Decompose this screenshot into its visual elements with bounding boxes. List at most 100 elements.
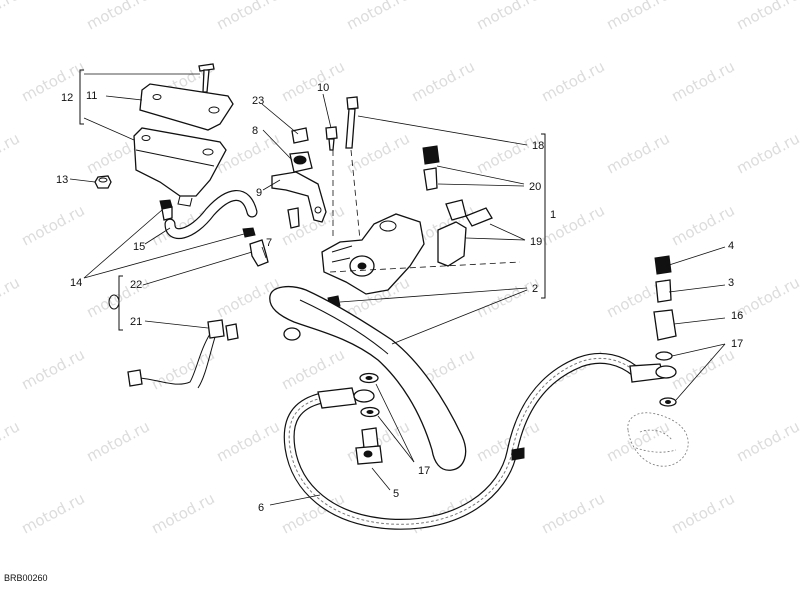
clutch-lever: [269, 285, 467, 471]
reservoir-outlet: [177, 195, 193, 207]
watermark-text: motod.ru: [408, 57, 477, 105]
reservoir-hole-right: [202, 148, 214, 156]
watermark-text: motod.ru: [278, 57, 347, 105]
clutch-hose-braid: [288, 357, 637, 525]
cylinder-port: [379, 220, 397, 232]
watermark-text: motod.ru: [538, 201, 607, 249]
washer-17-right-top: [655, 351, 673, 361]
watermark-text: motod.ru: [733, 417, 800, 465]
watermark-text: motod.ru: [603, 129, 672, 177]
switch-terminal: [225, 323, 239, 341]
washer-17-bottom-hole: [366, 410, 374, 414]
bleeder-valve-20: [423, 167, 438, 191]
watermark-text: motod.ru: [148, 345, 217, 393]
watermark-text: motod.ru: [83, 0, 152, 34]
bolt-10-head: [325, 126, 338, 140]
callout-14: 14: [70, 277, 82, 289]
banjo-bolt-16: [653, 309, 677, 341]
watermark-text: motod.ru: [83, 417, 152, 465]
watermark-text: motod.ru: [668, 489, 737, 537]
watermark-text: motod.ru: [18, 201, 87, 249]
callout-20: 20: [529, 181, 541, 193]
watermark-text: motod.ru: [603, 0, 672, 34]
callout-15: 15: [133, 241, 145, 253]
callout-1: 1: [550, 209, 556, 221]
watermark-text: motod.ru: [473, 129, 542, 177]
lever-edge: [299, 299, 389, 355]
bracket-group: [271, 96, 361, 241]
washer-17-top-hole: [365, 376, 373, 380]
watermark-text: motod.ru: [213, 417, 282, 465]
leader-lines: [69, 73, 726, 506]
watermark-text: motod.ru: [0, 129, 23, 177]
hose-fitting-7: [249, 239, 269, 267]
watermark-text: motod.ru: [668, 57, 737, 105]
watermark-text: motod.ru: [148, 489, 217, 537]
watermark-text: motod.ru: [278, 345, 347, 393]
bleeder-valve-3: [655, 279, 672, 303]
washer-17-right-hole: [665, 400, 671, 404]
switch-group: [108, 294, 239, 389]
hose-banjo-upper: [317, 387, 357, 409]
bleeder-cap-4: [654, 255, 672, 275]
clamp-half-19: [437, 221, 467, 267]
hose-clamp-upper-body: [161, 206, 173, 221]
cylinder-bore-core: [357, 262, 367, 270]
bracket-1: [541, 133, 546, 299]
hose-clip: [511, 447, 525, 461]
bracket-9-hole: [314, 206, 322, 214]
long-bolt-head: [346, 96, 359, 110]
watermark-text: motod.ru: [733, 129, 800, 177]
bushing-8-core: [293, 155, 307, 165]
switch-cable: [139, 333, 211, 385]
bracket-9: [271, 171, 327, 223]
callout-17-right: 17: [731, 338, 743, 350]
callout-22: 22: [130, 279, 142, 291]
reservoir-cover: [139, 83, 234, 131]
master-cylinder-body: [321, 213, 425, 295]
lever-group: [269, 285, 467, 471]
banjo-eye-lower: [655, 365, 677, 379]
slave-cylinder-detail: [635, 429, 677, 453]
callout-7: 7: [266, 237, 272, 249]
banjo-bolt-5-socket: [363, 450, 373, 458]
slave-cylinder-outline: [627, 412, 689, 467]
watermark-text: motod.ru: [0, 273, 23, 321]
callout-21: 21: [130, 316, 142, 328]
clutch-hose-group: [283, 352, 677, 530]
callout-9: 9: [256, 187, 262, 199]
reservoir-hose-fill: [165, 191, 257, 238]
callout-23: 23: [252, 95, 264, 107]
callout-5: 5: [393, 488, 399, 500]
callout-3: 3: [728, 277, 734, 289]
watermark-text: motod.ru: [538, 57, 607, 105]
clamp-screw: [465, 207, 493, 227]
watermark-text: motod.ru: [603, 417, 672, 465]
callout-13: 13: [56, 174, 68, 186]
bolt-10-shank: [328, 138, 335, 151]
cover-hole-left: [152, 94, 162, 100]
bleeder-cap-20: [422, 145, 440, 165]
callout-18: 18: [532, 140, 544, 152]
reservoir-hole-left: [141, 135, 151, 141]
switch-connector: [207, 319, 225, 339]
long-bolt-shank: [345, 108, 356, 149]
diagram-code: BRB00260: [4, 573, 48, 583]
watermark-text: motod.ru: [18, 489, 87, 537]
bracket-12: [79, 69, 84, 125]
callout-12: 12: [61, 92, 73, 104]
master-cylinder-group: [321, 145, 521, 309]
callout-8: 8: [252, 125, 258, 137]
callout-17-center: 17: [418, 465, 430, 477]
cap-screw-head: [198, 63, 215, 72]
callout-16: 16: [731, 310, 743, 322]
reservoir-body: [133, 127, 227, 197]
watermark-text: motod.ru: [0, 417, 23, 465]
watermark-text: motod.ru: [343, 129, 412, 177]
lever-pivot: [283, 327, 301, 341]
reservoir-group: [94, 63, 269, 267]
watermark-text: motod.ru: [0, 0, 23, 34]
watermark-text: motod.ru: [18, 345, 87, 393]
watermark-text: motod.ru: [343, 0, 412, 34]
